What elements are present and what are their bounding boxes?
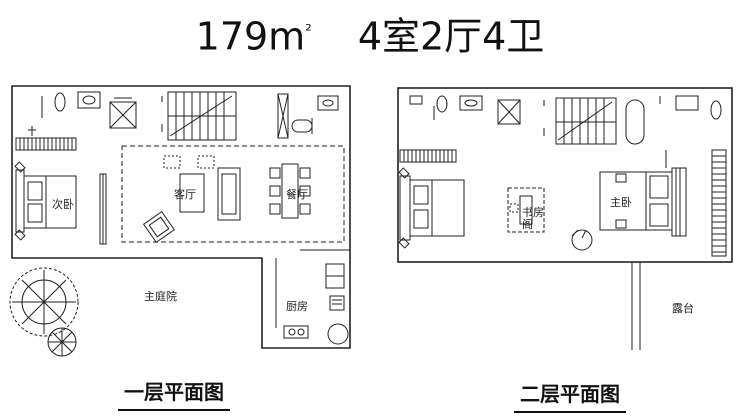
floor2-room-labels: 书房 阁 主卧 露台 — [522, 196, 694, 315]
floor1-caption-text: 一层平面图 — [124, 380, 224, 404]
label-study: 书房 — [522, 206, 544, 219]
floor1-caption-underline — [118, 409, 230, 411]
floor1-staircase — [167, 91, 237, 141]
label-main-courtyard: 主庭院 — [144, 289, 177, 303]
area-unit-sup: ² — [305, 21, 312, 40]
floor2-radiator-left — [399, 149, 457, 163]
floor1-radiator — [15, 126, 77, 151]
floor2-plan — [397, 87, 733, 350]
label-kitchen: 厨房 — [286, 300, 308, 313]
label-dining: 餐厅 — [286, 187, 308, 201]
floor2-staircase — [555, 97, 617, 145]
living-dining-zone — [121, 145, 345, 243]
floor2-outer-wall — [397, 87, 733, 263]
floor1-caption: 一层平面图 — [118, 376, 230, 411]
floor1-bathroom-fixtures — [41, 91, 163, 132]
room-count: 4室2厅4卫 — [357, 14, 545, 59]
dining-table-set — [269, 163, 311, 219]
terrace-rail — [631, 262, 641, 350]
floor2-left-bed — [398, 167, 465, 249]
label-master-bedroom: 主卧 — [610, 196, 632, 209]
floor2-bathroom-fixtures — [409, 95, 722, 145]
plan-title: 179m² 4室2厅4卫 — [0, 6, 740, 62]
study-desk — [507, 187, 593, 251]
floor1-plan — [9, 85, 351, 357]
floor2-caption-text: 二层平面图 — [520, 382, 620, 406]
second-bedroom-bed — [14, 161, 107, 245]
kitchen-fixtures — [275, 249, 350, 345]
label-terrace: 露台 — [672, 301, 694, 315]
tree-symbol — [9, 267, 79, 357]
floor2-caption-underline — [514, 411, 626, 413]
label-second-bedroom: 次卧 — [52, 197, 74, 211]
floor1-right-bathroom — [277, 93, 339, 139]
label-living: 客厅 — [174, 187, 196, 201]
floor2-radiator-right — [711, 149, 727, 257]
floor1-room-labels: 客厅 餐厅 次卧 主庭院 厨房 — [52, 187, 308, 313]
living-sofa-set — [142, 155, 241, 244]
master-bed — [599, 150, 687, 237]
floor1-outer-wall — [11, 85, 351, 349]
label-study-loft: 阁 — [522, 217, 533, 231]
area-value: 179m — [195, 14, 306, 59]
floor2-caption: 二层平面图 — [514, 378, 626, 413]
